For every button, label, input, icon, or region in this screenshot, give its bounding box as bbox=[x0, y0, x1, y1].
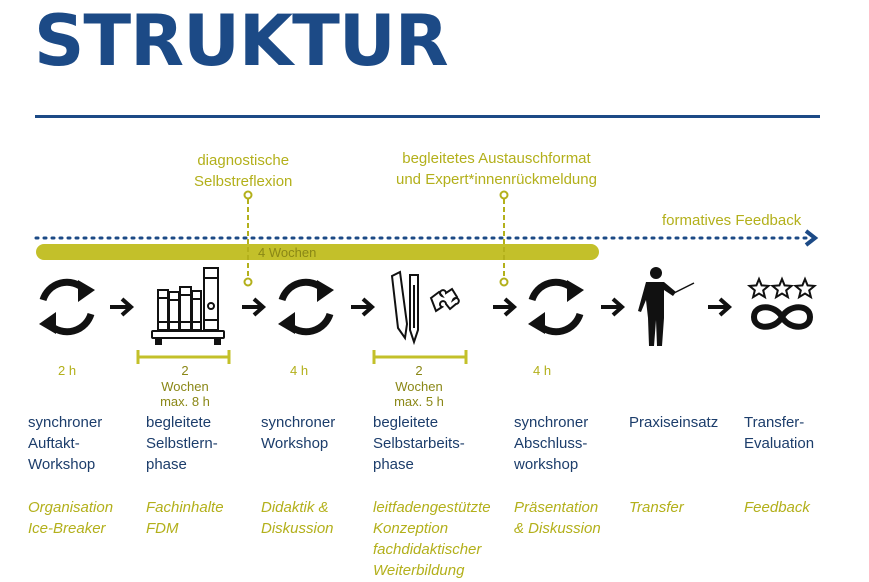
pencils-puzzle-icon bbox=[390, 270, 460, 346]
arrow-right-icon bbox=[491, 297, 516, 317]
note-line: begleitetes Austauschformat bbox=[402, 150, 591, 167]
content-line: leitfadengestützte bbox=[373, 499, 491, 516]
stars-infinity-icon bbox=[746, 276, 818, 330]
step-content: Didaktik & Diskussion bbox=[261, 497, 334, 539]
duration-bracket bbox=[136, 350, 231, 364]
cycle-icon bbox=[528, 280, 584, 334]
step-duration: 4 h bbox=[290, 363, 309, 378]
arrow-right-icon bbox=[706, 297, 731, 317]
content-line: Feedback bbox=[744, 499, 810, 516]
step-label: synchroner Workshop bbox=[261, 412, 335, 454]
label-line: Workshop bbox=[261, 435, 329, 452]
content-line: Diskussion bbox=[261, 520, 334, 537]
content-line: Transfer bbox=[629, 499, 684, 516]
step-duration: 2 Wochen max. 5 h bbox=[390, 363, 448, 410]
step-label: synchroner Abschluss- workshop bbox=[514, 412, 588, 475]
page-title: STRUKTUR bbox=[34, 0, 449, 82]
label-line: phase bbox=[373, 456, 414, 473]
label-line: synchroner bbox=[28, 414, 103, 431]
exchange-format-note: begleitetes Austauschformat und Expert*i… bbox=[396, 148, 597, 190]
content-line: Fachinhalte bbox=[146, 499, 224, 516]
duration-bracket bbox=[372, 350, 468, 364]
arrow-right-icon bbox=[240, 297, 265, 317]
feedback-arrowhead bbox=[804, 229, 819, 247]
diagnostic-pin bbox=[243, 190, 253, 287]
label-line: Selbstarbeits- bbox=[373, 435, 465, 452]
arrow-right-icon bbox=[349, 297, 374, 317]
content-line: Präsentation bbox=[514, 499, 599, 516]
duration-line: 2 Wochen bbox=[395, 363, 443, 394]
label-line: workshop bbox=[514, 456, 579, 473]
label-line: Evaluation bbox=[744, 435, 815, 452]
step-label: synchroner Auftakt- Workshop bbox=[28, 412, 102, 475]
arrow-right-icon bbox=[599, 297, 624, 317]
exchange-pin bbox=[499, 190, 509, 287]
step-content: Transfer bbox=[629, 497, 684, 518]
cycle-icon bbox=[39, 280, 95, 334]
label-line: synchroner bbox=[261, 414, 336, 431]
label-line: phase bbox=[146, 456, 187, 473]
label-line: synchroner bbox=[514, 414, 589, 431]
content-line: & Diskussion bbox=[514, 520, 601, 537]
content-line: Weiterbildung bbox=[373, 562, 465, 579]
content-line: Ice-Breaker bbox=[28, 520, 106, 537]
step-duration: 2 h bbox=[58, 363, 77, 378]
title-underline bbox=[35, 115, 820, 118]
label-line: begleitete bbox=[146, 414, 212, 431]
step-label: begleitete Selbstarbeits- phase bbox=[373, 412, 465, 475]
content-line: fachdidaktischer bbox=[373, 541, 482, 558]
presenter-icon bbox=[638, 267, 695, 346]
step-content: Feedback bbox=[744, 497, 810, 518]
label-line: Praxiseinsatz bbox=[629, 414, 719, 431]
content-line: Didaktik & bbox=[261, 499, 329, 516]
four-weeks-label: 4 Wochen bbox=[258, 245, 317, 260]
duration-line: max. 5 h bbox=[394, 394, 444, 410]
duration-line: max. 8 h bbox=[160, 394, 210, 410]
content-line: FDM bbox=[146, 520, 179, 537]
label-line: Workshop bbox=[28, 456, 96, 473]
formative-feedback-label: formatives Feedback bbox=[662, 212, 802, 229]
step-content: Präsentation & Diskussion bbox=[514, 497, 601, 539]
step-content: leitfadengestützte Konzeption fachdidakt… bbox=[373, 497, 491, 581]
step-content: Organisation Ice-Breaker bbox=[28, 497, 113, 539]
cycle-icon bbox=[278, 280, 334, 334]
duration-line: 2 Wochen bbox=[161, 363, 209, 394]
step-label: Praxiseinsatz bbox=[629, 412, 718, 433]
note-line: diagnostische bbox=[197, 152, 290, 169]
label-line: begleitete bbox=[373, 414, 439, 431]
note-line: Selbstreflexion bbox=[194, 173, 293, 190]
label-line: Auftakt- bbox=[28, 435, 80, 452]
label-line: Transfer- bbox=[744, 414, 805, 431]
step-content: Fachinhalte FDM bbox=[146, 497, 224, 539]
note-line: und Expert*innenrückmeldung bbox=[396, 171, 597, 188]
step-label: begleitete Selbstlern- phase bbox=[146, 412, 218, 475]
label-line: Selbstlern- bbox=[146, 435, 218, 452]
diagnostic-reflection-note: diagnostische Selbstreflexion bbox=[194, 150, 292, 192]
arrow-right-icon bbox=[108, 297, 133, 317]
step-duration: 2 Wochen max. 8 h bbox=[156, 363, 214, 410]
step-duration: 4 h bbox=[533, 363, 552, 378]
content-line: Konzeption bbox=[373, 520, 449, 537]
step-label: Transfer- Evaluation bbox=[744, 412, 814, 454]
label-line: Abschluss- bbox=[514, 435, 588, 452]
four-weeks-bar bbox=[36, 244, 599, 260]
content-line: Organisation bbox=[28, 499, 114, 516]
books-icon bbox=[151, 267, 225, 345]
